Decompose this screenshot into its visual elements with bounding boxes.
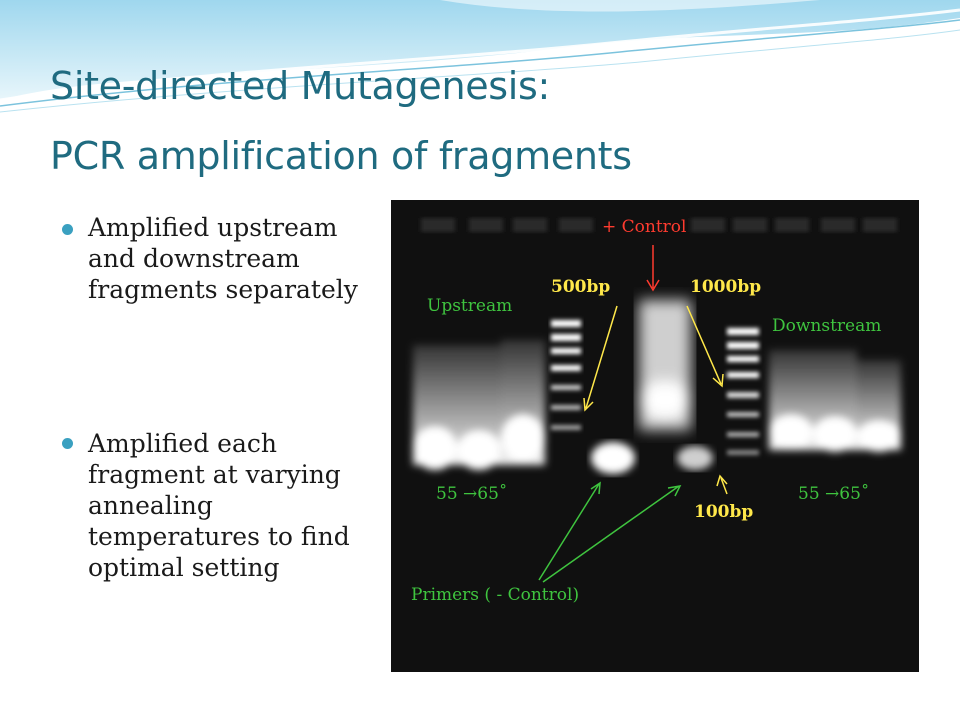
label-downstream: Downstream xyxy=(772,316,882,336)
label-100bp: 100bp xyxy=(694,502,754,522)
title-line-1: Site-directed Mutagenesis: xyxy=(50,64,551,108)
label-temp-range-left: 55 →65˚ xyxy=(436,484,508,504)
label-500bp: 500bp xyxy=(551,277,611,297)
wave-header-decoration xyxy=(0,0,960,113)
bullet-item-2: Amplified each fragment at varying annea… xyxy=(88,429,350,582)
label-1000bp: 1000bp xyxy=(690,277,762,297)
bullet-item-1: Amplified upstream and downstream fragme… xyxy=(88,213,358,304)
label-primers-negative-control: Primers ( - Control) xyxy=(411,585,580,605)
bullet-dot xyxy=(62,224,73,235)
bullet-dot xyxy=(62,438,73,449)
title-line-2: PCR amplification of fragments xyxy=(50,134,632,178)
gel-electrophoresis-image xyxy=(391,200,919,672)
label-upstream: Upstream xyxy=(427,296,513,316)
label-positive-control: + Control xyxy=(602,217,687,237)
label-temp-range-right: 55 →65˚ xyxy=(798,484,870,504)
